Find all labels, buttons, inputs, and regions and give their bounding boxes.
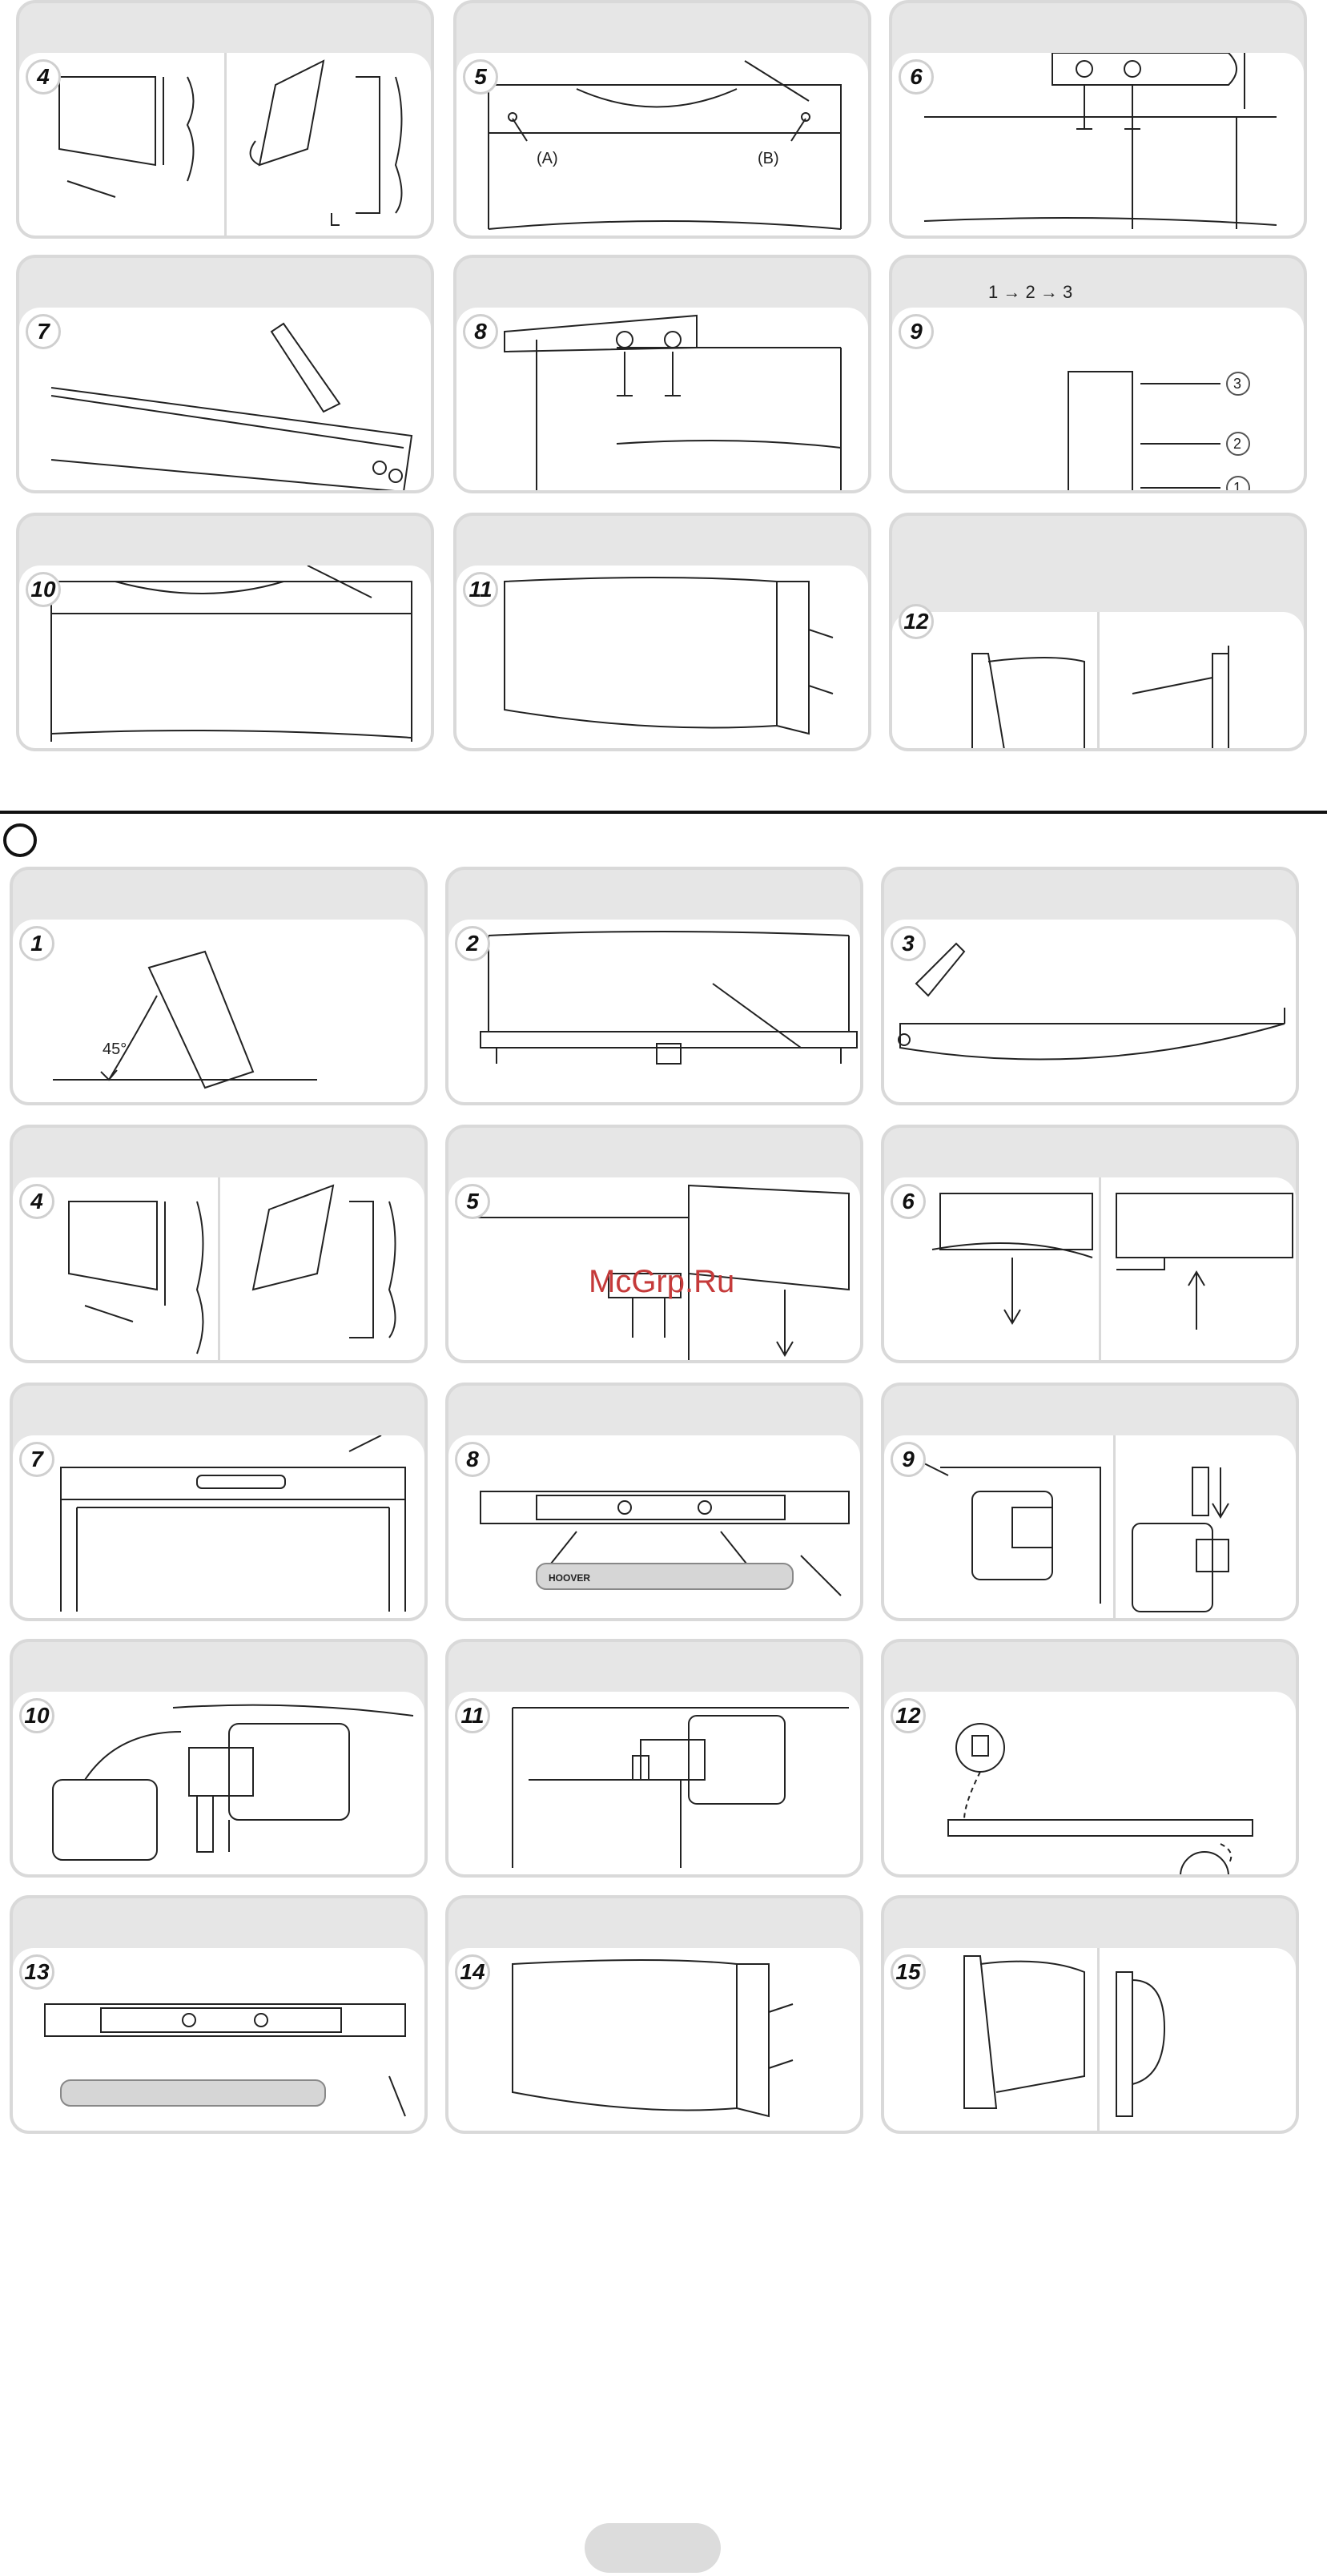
sequence-step-2: 2	[1025, 282, 1035, 302]
step-number: 9	[891, 1442, 926, 1477]
step-number: 11	[455, 1698, 490, 1733]
step-number: 2	[455, 926, 490, 961]
sequence-label: 1 → 2 → 3	[988, 282, 1072, 303]
brand-label: HOOVER	[549, 1572, 590, 1584]
step-number: 4	[26, 59, 61, 95]
plugs-illustration	[456, 566, 868, 750]
instruction-panel-bottom-2: 2	[445, 867, 863, 1105]
instruction-panel-top-5: 5 (A) (B)	[453, 0, 871, 239]
step-number: 15	[891, 1954, 926, 1990]
sequence-step-3: 3	[1063, 282, 1072, 302]
hinge-screws-illustration	[892, 53, 1304, 237]
cap-removal-illustration	[884, 920, 1296, 1104]
step-number: 4	[19, 1184, 54, 1219]
instruction-panel-top-8: 8	[453, 255, 871, 493]
door-sequence-illustration: 3 2 1	[892, 308, 1304, 492]
door-final-refit-illustration	[884, 1948, 1296, 2132]
instruction-panel-top-11: 11	[453, 513, 871, 751]
step-number: 7	[26, 314, 61, 349]
instruction-panel-bottom-5: 5	[445, 1125, 863, 1363]
instruction-panel-bottom-3: 3	[881, 867, 1299, 1105]
instruction-panel-bottom-12: 12	[881, 1639, 1299, 1878]
cutting-tool-illustration	[19, 308, 431, 492]
position-1-label: 1	[1233, 480, 1241, 492]
page-number-pill	[585, 2523, 721, 2573]
step-number: 1	[19, 926, 54, 961]
angle-label: 45°	[103, 1040, 127, 1058]
step-number: 13	[19, 1954, 54, 1990]
step-number: 5	[463, 59, 498, 95]
instruction-panel-bottom-8: 8 HOOVER	[445, 1383, 863, 1621]
plugs-refit-illustration	[448, 1948, 860, 2132]
step-number: 5	[455, 1184, 490, 1219]
step-number: 6	[891, 1184, 926, 1219]
hinge-bracket-illustration	[884, 1435, 1296, 1620]
hinge-pin-swap-illustration	[884, 1177, 1296, 1362]
instruction-panel-bottom-6: 6	[881, 1125, 1299, 1363]
instruction-panel-bottom-10: 10	[10, 1639, 428, 1878]
step-number: 11	[463, 572, 498, 607]
door-refit-illustration	[892, 566, 1304, 750]
step-number: 10	[19, 1698, 54, 1733]
screw-b-label: (B)	[758, 150, 779, 167]
step-number: 14	[455, 1954, 490, 1990]
top-frame-illustration	[13, 1435, 424, 1620]
control-panel-illustration: HOOVER	[448, 1435, 860, 1620]
instruction-panel-top-9: 9 3 2 1 1 → 2 → 3	[889, 255, 1307, 493]
step-number: 10	[26, 572, 61, 607]
instruction-panel-top-7: 7	[16, 255, 434, 493]
instruction-panel-bottom-9: 9	[881, 1383, 1299, 1621]
watermark-text: McGrp.Ru	[589, 1264, 734, 1300]
step-number: 6	[899, 59, 934, 95]
step-number: 9	[899, 314, 934, 349]
position-2-label: 2	[1233, 436, 1241, 452]
hinge-transfer-illustration	[13, 1692, 424, 1876]
instruction-panel-bottom-11: 11	[445, 1639, 863, 1878]
sequence-step-1: 1	[988, 282, 998, 302]
instruction-panel-bottom-13: 13	[10, 1895, 428, 2134]
instruction-panel-top-10: 10	[16, 513, 434, 751]
section-divider	[0, 811, 1327, 814]
control-panel-refit-illustration	[13, 1948, 424, 2132]
step-number: 12	[891, 1698, 926, 1733]
section-marker-circle	[3, 823, 37, 857]
instruction-panel-top-12: 12	[889, 513, 1307, 751]
step-number: 7	[19, 1442, 54, 1477]
pin-relocation-illustration	[884, 1692, 1296, 1876]
base-screw-illustration	[448, 920, 860, 1104]
instruction-panel-top-4: 4	[16, 0, 434, 239]
instruction-panel-bottom-7: 7	[10, 1383, 428, 1621]
top-cover-screws-illustration: (A) (B)	[456, 53, 868, 237]
top-cover-refit-illustration	[19, 566, 431, 750]
door-removal-illustration	[13, 1177, 424, 1362]
instruction-panel-bottom-4: 4	[10, 1125, 428, 1363]
instruction-panel-bottom-14: 14	[445, 1895, 863, 2134]
instruction-panel-top-6: 6	[889, 0, 1307, 239]
hinge-mount-illustration	[448, 1692, 860, 1876]
step-number: 8	[463, 314, 498, 349]
screw-a-label: (A)	[537, 150, 558, 167]
step-number: 3	[891, 926, 926, 961]
step-number: 8	[455, 1442, 490, 1477]
position-3-label: 3	[1233, 376, 1241, 392]
door-removal-illustration	[19, 53, 431, 237]
instruction-panel-bottom-1: 1 45°	[10, 867, 428, 1105]
step-number: 12	[899, 604, 934, 639]
hinge-refit-illustration	[456, 308, 868, 492]
instruction-panel-bottom-15: 15	[881, 1895, 1299, 2134]
tilt-angle-illustration: 45°	[13, 920, 424, 1104]
